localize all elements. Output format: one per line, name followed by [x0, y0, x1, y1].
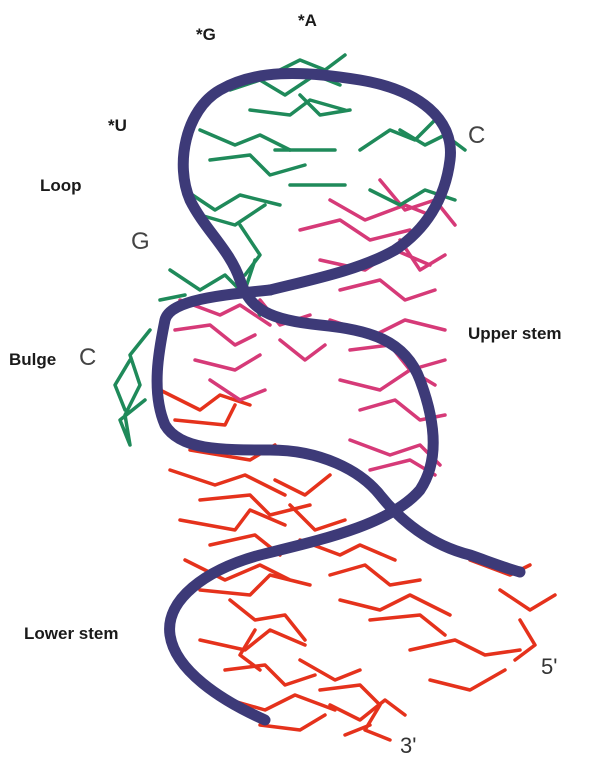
- label-lower-stem: Lower stem: [24, 625, 118, 642]
- label-loop: Loop: [40, 177, 82, 194]
- label-g: G: [131, 230, 150, 254]
- loop-bases: [115, 55, 465, 445]
- label-five-prime: 5': [541, 656, 557, 678]
- label-star-u: *U: [108, 117, 127, 134]
- label-star-a: *A: [298, 12, 317, 29]
- label-bulge-c: C: [79, 346, 96, 370]
- label-three-prime: 3': [400, 735, 416, 757]
- label-star-g: *G: [196, 26, 216, 43]
- backbone-ribbon: [157, 73, 520, 720]
- label-bulge: Bulge: [9, 351, 56, 368]
- label-c-top: C: [468, 124, 485, 148]
- label-upper-stem: Upper stem: [468, 325, 562, 342]
